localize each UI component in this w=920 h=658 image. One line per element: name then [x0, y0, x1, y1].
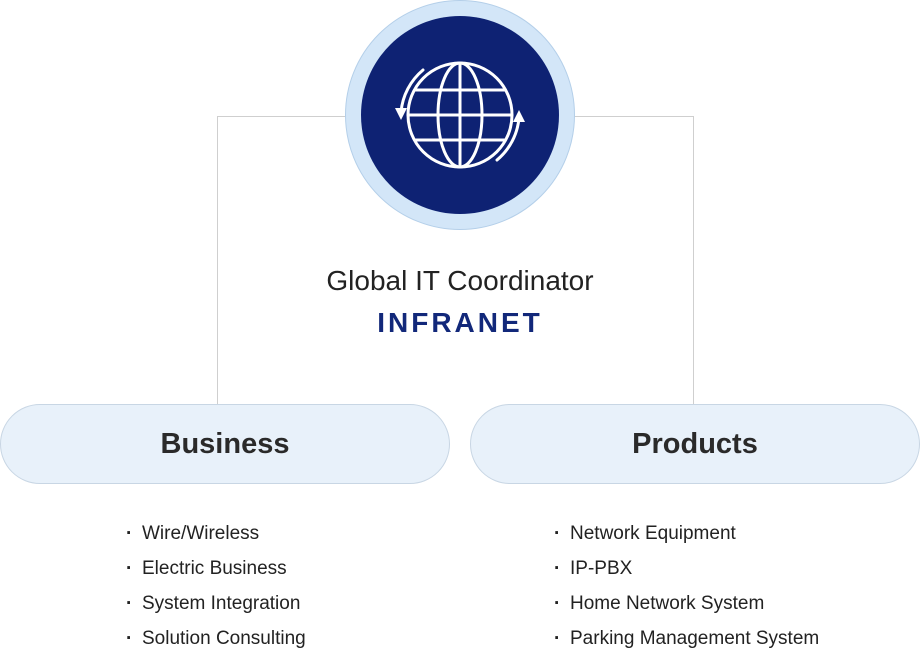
business-list: Wire/Wireless Electric Business System I…	[126, 518, 306, 658]
center-brand: INFRANET	[377, 307, 543, 338]
list-item: Electric Business	[126, 553, 306, 588]
list-item: Wire/Wireless	[126, 518, 306, 553]
list-item: Solution Consulting	[126, 623, 306, 658]
products-title: Products	[632, 427, 758, 460]
business-title: Business	[160, 427, 290, 460]
globe-badge	[361, 16, 559, 214]
list-item: Parking Management System	[554, 623, 819, 658]
globe-refresh-icon	[395, 61, 525, 169]
products-pill: Products	[470, 404, 920, 484]
business-pill: Business	[0, 404, 450, 484]
list-item: Network Equipment	[554, 518, 819, 553]
list-item: Home Network System	[554, 588, 819, 623]
list-item: System Integration	[126, 588, 306, 623]
center-subtitle: Global IT Coordinator	[326, 265, 594, 296]
products-list: Network Equipment IP-PBX Home Network Sy…	[554, 518, 819, 658]
list-item: IP-PBX	[554, 553, 819, 588]
